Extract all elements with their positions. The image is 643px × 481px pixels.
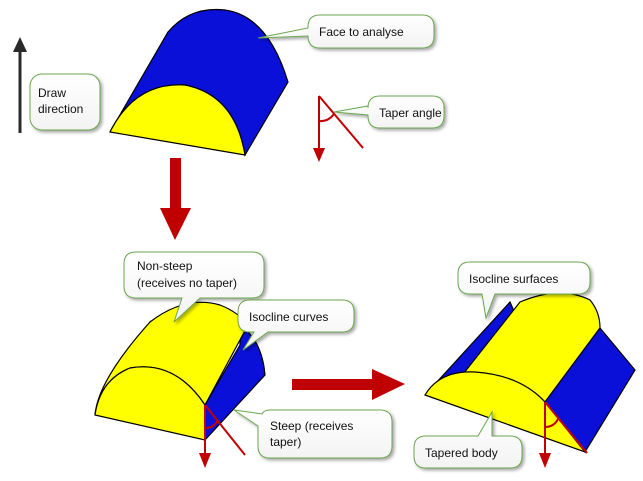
split-face-shape: [94, 301, 266, 442]
callout-tapered-body-text: Tapered body: [425, 446, 498, 460]
callout-steep-line1: Steep (receives: [270, 419, 353, 433]
tapered-body-shape: [424, 292, 636, 454]
callout-non-steep-line2: (receives no taper): [137, 276, 237, 290]
callout-isocline-surfaces: [457, 261, 591, 320]
callout-isocline-curves: [237, 299, 355, 351]
callout-isocline-curves-text: Isocline curves: [249, 310, 328, 324]
draw-direction-arrow: [13, 37, 27, 133]
callout-taper-angle-text: Taper angle: [379, 106, 442, 120]
callout-face-to-analyse-text: Face to analyse: [319, 25, 404, 39]
taper-angle-glyph-3: [539, 401, 588, 468]
callout-steep-line2: taper): [270, 435, 301, 449]
taper-angle-glyph-2: [199, 404, 246, 468]
callout-tapered-body: [413, 410, 523, 469]
callout-non-steep: [123, 251, 265, 323]
callout-non-steep-line1: Non-steep: [137, 259, 193, 273]
process-down-arrow: [160, 158, 191, 240]
taper-angle-glyph: [313, 95, 364, 162]
callout-face-to-analyse: [257, 14, 435, 49]
callout-steep: [233, 409, 393, 459]
process-right-arrow: [292, 369, 405, 400]
callout-taper-angle: [333, 95, 445, 129]
callout-draw-direction: [29, 73, 101, 131]
callout-isocline-surfaces-text: Isocline surfaces: [469, 272, 558, 286]
face-to-analyse-shape: [109, 8, 289, 157]
callout-draw-direction-line2: direction: [38, 102, 83, 116]
callout-draw-direction-line1: Draw: [38, 86, 66, 100]
